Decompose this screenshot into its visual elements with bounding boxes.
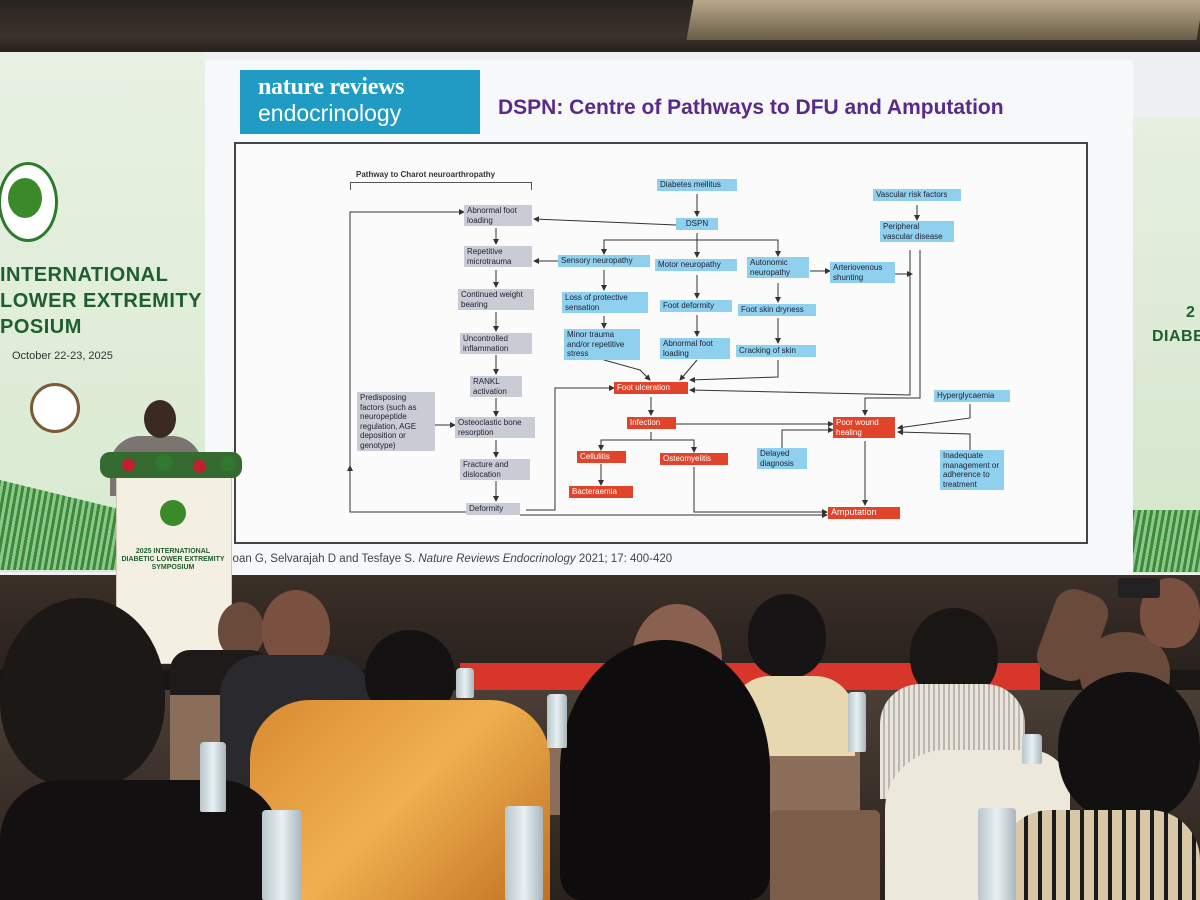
right-banner-text-1: 2 xyxy=(1186,304,1196,321)
right-banner-wave xyxy=(1132,510,1200,572)
box-foot-deformity: Foot deformity xyxy=(660,300,732,312)
water-bottle xyxy=(978,808,1016,900)
banner-title-line-1: INTERNATIONAL xyxy=(0,264,169,286)
citation-authors: loan G, Selvarajah D and Tesfaye S. xyxy=(230,553,419,565)
right-banner-text-2: DIABE xyxy=(1152,328,1200,345)
citation-reference: 2021; 17: 400-420 xyxy=(575,553,673,565)
citation-journal: Nature Reviews Endocrinology xyxy=(418,553,576,565)
audience-member xyxy=(218,602,264,658)
box-deformity: Deformity xyxy=(466,503,520,515)
box-cellulitis: Cellulitis xyxy=(577,451,626,463)
box-diabetes-mellitus: Diabetes mellitus xyxy=(657,179,737,191)
water-bottle xyxy=(505,806,543,900)
podium-text-line-3: SYMPOSIUM xyxy=(151,564,195,571)
slide-title: DSPN: Centre of Pathways to DFU and Ampu… xyxy=(498,96,1004,119)
journal-name-line-2: endocrinology xyxy=(258,100,402,126)
box-osteomyelitis: Osteomyelitis xyxy=(660,453,728,465)
box-hyperglycaemia: Hyperglycaemia xyxy=(934,390,1010,402)
banner-title-line-2: LOWER EXTREMITY xyxy=(0,290,202,312)
box-arteriovenous-shunting: Arteriovenous shunting xyxy=(830,262,895,283)
pathway-label: Pathway to Charot neuroarthropathy xyxy=(356,170,496,179)
phone-icon xyxy=(1118,578,1160,598)
box-abnormal-foot-loading-2: Abnormal foot loading xyxy=(660,338,730,359)
box-repetitive-microtrauma: Repetitive microtrauma xyxy=(464,246,532,267)
box-amputation: Amputation xyxy=(828,507,900,519)
box-inadequate-management: Inadequate management or adherence to tr… xyxy=(940,450,1004,490)
banner-title-line-3: POSIUM xyxy=(0,316,82,338)
box-dspn: DSPN xyxy=(676,218,718,230)
box-rankl-activation: RANKL activation xyxy=(470,376,522,397)
podium-text: 2025 INTERNATIONAL DIABETIC LOWER EXTREM… xyxy=(120,548,226,572)
podium-text-line-2: DIABETIC LOWER EXTREMITY xyxy=(121,556,225,563)
box-vascular-risk: Vascular risk factors xyxy=(873,189,961,201)
journal-name-line-1: nature reviews xyxy=(258,74,405,100)
chair xyxy=(770,810,880,900)
box-abnormal-foot-loading: Abnormal foot loading xyxy=(464,205,532,226)
organization-logo-emblem-icon xyxy=(8,178,42,218)
water-bottle xyxy=(456,668,474,698)
water-bottle xyxy=(1022,734,1042,764)
box-autonomic-neuropathy: Autonomic neuropathy xyxy=(747,257,809,278)
box-poor-wound-healing: Poor wound healing xyxy=(833,417,895,438)
box-peripheral-vascular-disease: Peripheral vascular disease xyxy=(880,221,954,242)
box-cracking-of-skin: Cracking of skin xyxy=(736,345,816,357)
box-uncontrolled-inflammation: Uncontrolled inflammation xyxy=(460,333,532,354)
box-continued-weight-bearing: Continued weight bearing xyxy=(458,289,534,310)
box-delayed-diagnosis: Delayed diagnosis xyxy=(757,448,807,469)
box-predisposing-factors: Predisposing factors (such as neuropepti… xyxy=(357,392,435,451)
box-osteoclastic-bone-resorption: Osteoclastic bone resorption xyxy=(455,417,535,438)
audience-member-body xyxy=(1000,810,1200,900)
box-fracture-dislocation: Fracture and dislocation xyxy=(460,459,530,480)
box-minor-trauma: Minor trauma and/or repetitive stress xyxy=(564,329,640,360)
box-motor-neuropathy: Motor neuropathy xyxy=(655,259,737,271)
audience-member xyxy=(0,598,165,788)
water-bottle xyxy=(200,742,226,812)
podium-logo-icon xyxy=(160,500,186,526)
box-sensory-neuropathy: Sensory neuropathy xyxy=(558,255,650,267)
seal-icon xyxy=(30,383,80,433)
pathway-bracket xyxy=(350,182,532,190)
audience-member-body xyxy=(0,780,280,900)
water-bottle xyxy=(547,694,567,748)
audience-member xyxy=(748,594,826,678)
banner-date: October 22-23, 2025 xyxy=(12,350,113,362)
speaker-head xyxy=(144,400,176,438)
box-loss-protective-sensation: Loss of protective sensation xyxy=(562,292,648,313)
podium-text-line-1: 2025 INTERNATIONAL xyxy=(135,548,211,555)
water-bottle xyxy=(848,692,866,752)
audience-member xyxy=(1058,672,1200,822)
box-bacteraemia: Bacteraemia xyxy=(569,486,633,498)
right-banner xyxy=(1132,118,1200,573)
citation: loan G, Selvarajah D and Tesfaye S. Natu… xyxy=(230,553,672,565)
box-foot-skin-dryness: Foot skin dryness xyxy=(738,304,816,316)
audience-member xyxy=(560,640,770,900)
journal-logo xyxy=(240,70,480,134)
flower-arrangement xyxy=(100,452,242,478)
box-infection: Infection xyxy=(627,417,676,429)
box-foot-ulceration: Foot ulceration xyxy=(614,382,688,394)
water-bottle xyxy=(262,810,302,900)
